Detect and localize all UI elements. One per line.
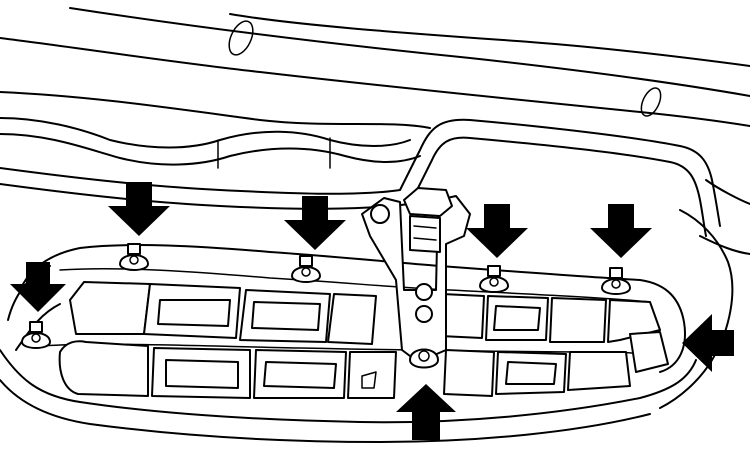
clip-3 bbox=[291, 255, 321, 283]
arrow-up-icon bbox=[396, 384, 456, 440]
arrow-down-icon bbox=[284, 196, 346, 250]
arrow-down-icon bbox=[108, 182, 170, 236]
clips bbox=[21, 243, 631, 369]
grille-slats-upper bbox=[69, 281, 661, 345]
latch-bolt-hole bbox=[370, 204, 390, 224]
clip-2 bbox=[119, 243, 149, 271]
clip-center bbox=[409, 348, 439, 369]
slat-l1 bbox=[58, 340, 149, 397]
clip-1 bbox=[21, 321, 51, 349]
arrow-left-icon bbox=[682, 314, 734, 372]
slat-l6-inner bbox=[505, 361, 557, 385]
arrow-down-icon bbox=[466, 204, 528, 258]
slat-u4 bbox=[327, 293, 377, 345]
slat-u2-inner bbox=[157, 299, 231, 327]
slat-u6-inner bbox=[493, 305, 541, 331]
arrows bbox=[10, 182, 734, 440]
slat-l2-inner bbox=[165, 359, 239, 389]
hood-hole-2 bbox=[640, 87, 662, 117]
slat-l8 bbox=[629, 331, 669, 373]
arrow-down-icon bbox=[590, 204, 652, 258]
arrow-down-icon bbox=[10, 262, 66, 312]
slat-u1 bbox=[69, 281, 151, 335]
latch-hole-2 bbox=[415, 305, 433, 323]
slat-u3-inner bbox=[251, 301, 321, 331]
slat-l7 bbox=[567, 351, 631, 391]
radiator-support bbox=[0, 118, 750, 409]
clip-4 bbox=[479, 265, 509, 293]
slat-l3-inner bbox=[263, 361, 337, 389]
hood-hole-1 bbox=[228, 20, 254, 56]
slat-u7 bbox=[549, 297, 607, 343]
slat-l5 bbox=[443, 349, 495, 397]
latch-hole-1 bbox=[415, 283, 433, 301]
grille-slats-lower bbox=[58, 331, 669, 399]
clip-5 bbox=[601, 267, 631, 295]
hood-latch-bracket bbox=[361, 187, 471, 363]
slat-l4 bbox=[347, 351, 397, 399]
hood-panel bbox=[0, 7, 750, 169]
